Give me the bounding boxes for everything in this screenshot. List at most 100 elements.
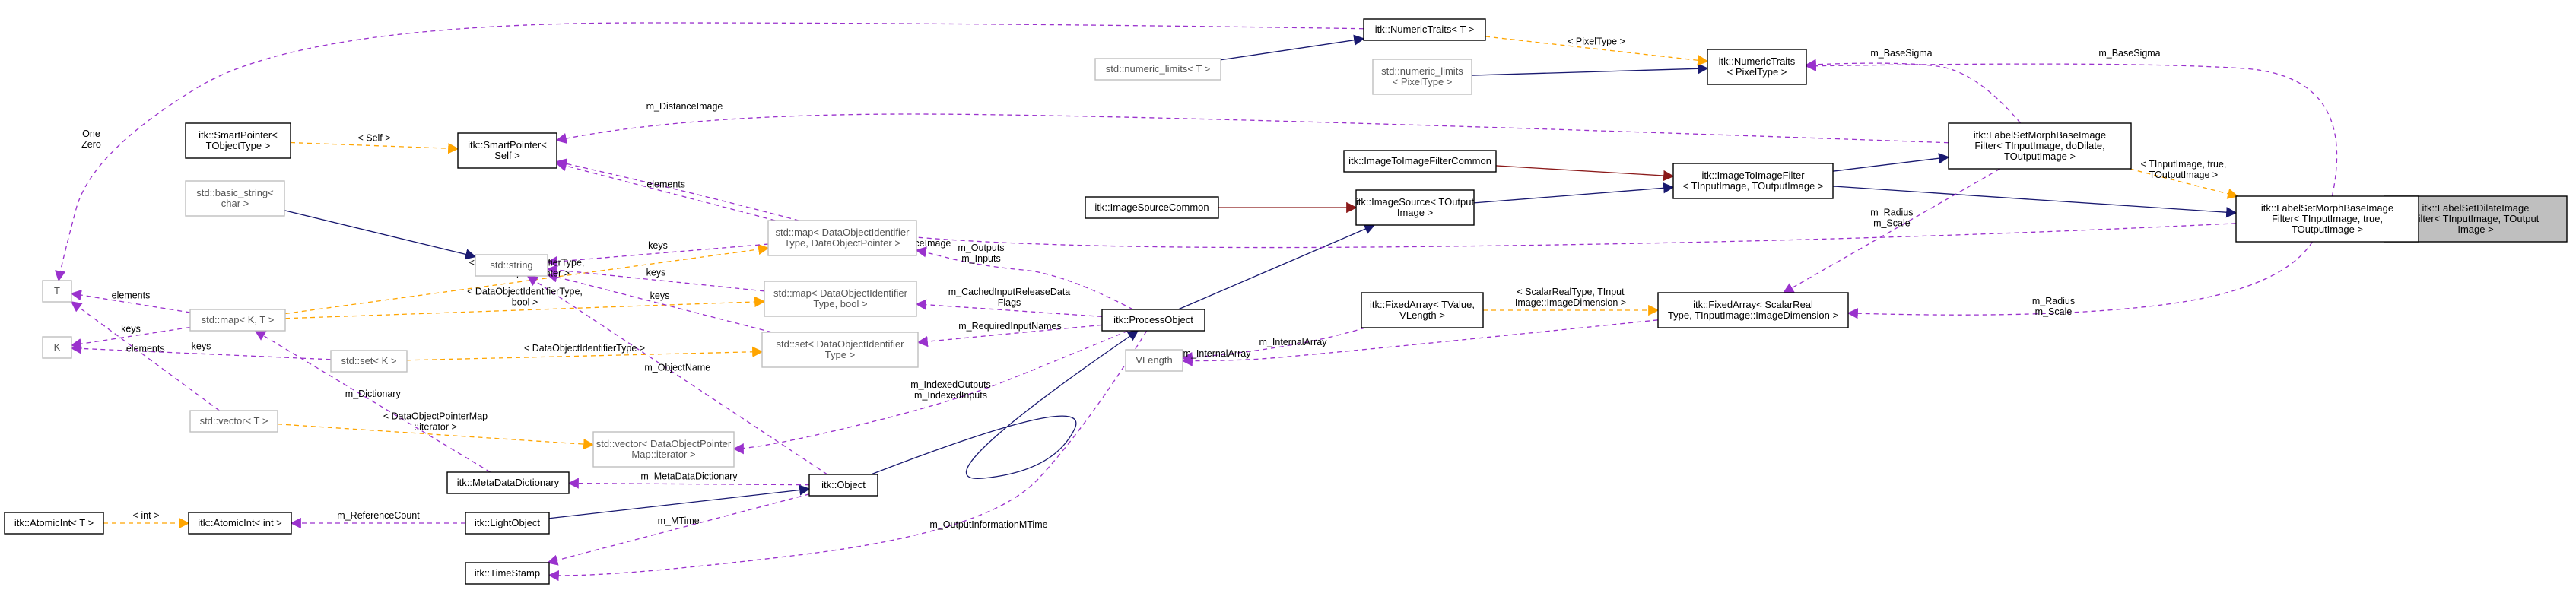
class-box[interactable] [4,512,104,535]
class-name-line: itk::LabelSetMorphBaseImage [2261,202,2393,214]
edge-line [548,484,811,519]
class-node-imagesource[interactable]: itk::ImageSource< TOutputImage > [1355,189,1475,226]
edge-line [70,343,332,360]
class-node-numericlimits_t[interactable]: std::numeric_limits< T > [1094,58,1221,81]
class-name-line: itk::AtomicInt< int > [198,517,282,528]
class-name-line: T [54,285,60,297]
class-node-imagetoimage[interactable]: itk::ImageToImageFilter< TInputImage, TO… [1672,163,1834,199]
edge-label: keys [646,267,666,278]
edge-processobject-to-map_dop [915,246,1134,310]
class-box[interactable] [808,474,878,497]
class-node-K[interactable]: K [42,336,72,359]
class-box[interactable] [185,122,291,159]
class-node-object[interactable]: itk::Object [808,474,878,497]
edge-label: Image::ImageDimension > [1515,297,1626,308]
class-node-map_dop[interactable]: std::map< DataObjectIdentifierType, Data… [767,220,917,256]
class-node-map_bool[interactable]: std::map< DataObjectIdentifierType, bool… [764,281,917,317]
class-name-line: std::numeric_limits< T > [1106,63,1211,75]
class-box[interactable] [1361,292,1484,328]
class-box[interactable] [42,280,72,303]
edge-vector_t-to-T [70,301,220,411]
class-node-atomicint_int[interactable]: itk::AtomicInt< int > [188,512,292,535]
class-box[interactable] [592,431,735,468]
class-node-vector_t[interactable]: std::vector< T > [189,410,278,433]
class-box[interactable] [2235,195,2419,243]
class-node-processobject[interactable]: itk::ProcessObject [1101,309,1205,332]
class-name-line: Type, bool > [813,298,867,309]
edge-label: < DataObjectIdentifierType > [524,343,645,354]
class-box[interactable] [446,471,570,494]
class-node-numerictraits_t[interactable]: itk::NumericTraits< T > [1363,18,1486,41]
class-box[interactable] [189,309,286,332]
class-node-lightobject[interactable]: itk::LightObject [465,512,550,535]
edge-imagetoimage-to-morphbase_true [1832,186,2238,218]
class-node-set_k[interactable]: std::set< K > [330,350,408,373]
edge-label: < DataObjectIdentifierType, [467,287,583,297]
class-name-line: itk::LabelSetMorphBaseImage [1974,129,2106,141]
class-box[interactable] [330,350,408,373]
class-node-atomicint_t[interactable]: itk::AtomicInt< T > [4,512,104,535]
class-node-numerictraits_pixel[interactable]: itk::NumericTraits< PixelType > [1707,49,1807,85]
class-box[interactable] [189,410,278,433]
class-box[interactable] [1343,150,1497,173]
edge-numericlimits_pixel-to-numerictraits_pixel [1471,63,1709,76]
class-node-fixedarray_t[interactable]: itk::FixedArray< TValue,VLength > [1361,292,1484,328]
class-box[interactable] [465,512,550,535]
class-box[interactable] [761,332,919,368]
class-box[interactable] [1355,189,1475,226]
edge-label: m_ReferenceCount [337,510,420,521]
class-box[interactable] [1707,49,1807,85]
class-node-smartpointer_self[interactable]: itk::SmartPointer<Self > [457,132,557,169]
edge-object-to-string [526,275,828,475]
class-box[interactable] [1363,18,1486,41]
edge-label: Flags [998,297,1021,308]
edge-label: < TInputImage, true, [2141,159,2227,170]
class-name-line: Type, TInputImage::ImageDimension > [1668,309,1838,321]
class-box[interactable] [1657,292,1849,328]
class-node-smartpointer_t[interactable]: itk::SmartPointer<TObjectType > [185,122,291,159]
class-box[interactable] [1101,309,1205,332]
class-box[interactable] [1085,196,1219,219]
edge-line [555,160,776,221]
class-box[interactable] [465,562,550,585]
class-box[interactable] [42,336,72,359]
edge-line [548,330,1148,582]
class-box[interactable] [1125,349,1183,372]
edge-label: m_InternalArray [1183,348,1252,359]
class-box[interactable] [764,281,917,317]
class-node-T[interactable]: T [42,280,72,303]
edge-label: m_Inputs [961,253,1000,264]
class-box[interactable] [185,180,285,217]
class-box[interactable] [1372,59,1472,95]
class-node-numericlimits_pixel[interactable]: std::numeric_limits< PixelType > [1372,59,1472,95]
class-box[interactable] [188,512,292,535]
class-node-string[interactable]: std::string [475,254,548,277]
class-node-imagetoimagecommon[interactable]: itk::ImageToImageFilterCommon [1343,150,1497,173]
edge-label: m_Outputs [958,243,1004,253]
class-node-basicstring[interactable]: std::basic_string<char > [185,180,285,217]
class-node-set_doi[interactable]: std::set< DataObjectIdentifierType > [761,332,919,368]
class-node-map_kt[interactable]: std::map< K, T > [189,309,286,332]
edge-label: < ScalarRealType, TInput [1517,287,1625,297]
class-node-fixedarray_scalar[interactable]: itk::FixedArray< ScalarRealType, TInputI… [1657,292,1849,328]
class-box[interactable] [1672,163,1834,199]
class-box[interactable] [767,220,917,256]
edge-label: elements [126,343,165,354]
class-node-vector_iter[interactable]: std::vector< DataObjectPointerMap::itera… [592,431,735,468]
class-node-metadatadict[interactable]: itk::MetaDataDictionary [446,471,570,494]
class-node-timestamp[interactable]: itk::TimeStamp [465,562,550,585]
class-name-line: TOutputImage > [2004,151,2076,162]
class-box[interactable] [457,132,557,169]
class-name-line: Filter< TInputImage, TOutput [2412,213,2539,224]
edge-line [567,478,810,489]
edge-vector_t-to-vector_iter [277,424,595,450]
class-name-line: TObjectType > [206,140,271,151]
class-box[interactable] [1094,58,1221,81]
class-box[interactable] [1948,122,2132,170]
class-box[interactable] [475,254,548,277]
class-name-line: std::map< DataObjectIdentifier [773,287,908,299]
class-node-vlength[interactable]: VLength [1125,349,1183,372]
class-node-imagesourcecommon[interactable]: itk::ImageSourceCommon [1085,196,1219,219]
